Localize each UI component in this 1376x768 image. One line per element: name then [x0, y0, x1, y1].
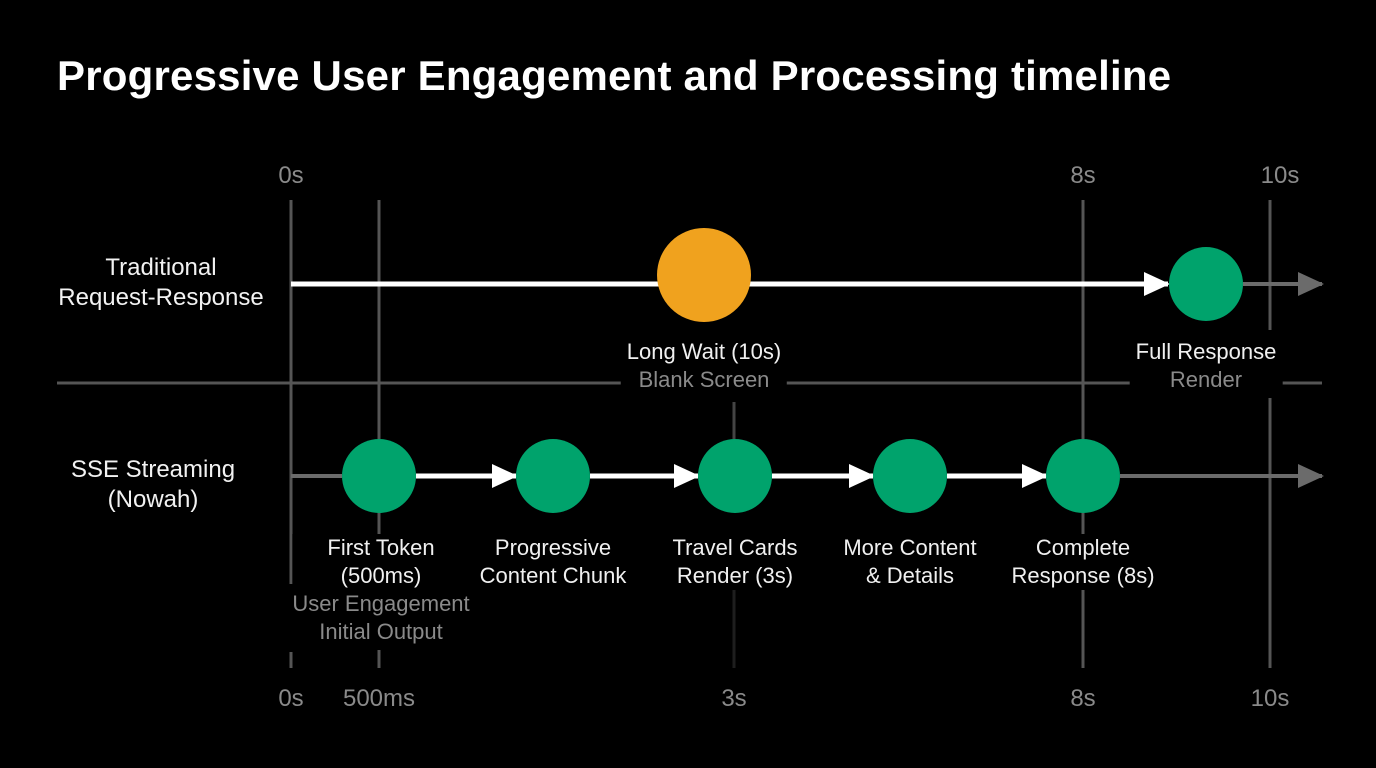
label-first-token: First Token (500ms) User Engagement Init…: [292, 534, 470, 646]
label-travel-cards-line2: Render (3s): [676, 563, 794, 588]
label-more-content: More Content & Details: [837, 534, 983, 590]
label-long-wait: Long Wait (10s) Blank Screen: [620, 338, 788, 394]
label-travel-cards-line1: Travel Cards: [672, 535, 798, 560]
tick-top-0s: 0s: [278, 162, 304, 189]
row-label-traditional-line2: Request-Response: [58, 284, 264, 311]
label-progressive-line1: Progressive: [494, 535, 612, 560]
label-more-content-line2: & Details: [865, 563, 955, 588]
tick-bottom-3s: 3s: [721, 685, 747, 712]
sse-node-complete: [1046, 439, 1120, 513]
label-progressive-line2: Content Chunk: [479, 563, 627, 588]
tick-bottom-500ms: 500ms: [342, 685, 416, 712]
tick-top-10s: 10s: [1260, 162, 1300, 189]
diagram-title: Progressive User Engagement and Processi…: [57, 52, 1172, 99]
sse-node-more-content: [873, 439, 947, 513]
row-label-sse-line1: SSE Streaming: [70, 456, 236, 483]
tick-top-8s: 8s: [1070, 162, 1096, 189]
label-first-token-sub2: Initial Output: [292, 618, 470, 646]
sse-node-first-token: [342, 439, 416, 513]
label-first-token-line2: (500ms): [292, 562, 470, 590]
label-more-content-line1: More Content: [843, 535, 977, 560]
label-full-response: Full Response Render: [1129, 338, 1283, 394]
row-label-traditional-line1: Traditional: [105, 254, 217, 281]
label-first-token-line1: First Token: [292, 534, 470, 562]
label-long-wait-sub: Blank Screen: [638, 367, 770, 392]
tick-bottom-0s: 0s: [278, 685, 304, 712]
label-full-response-sub: Render: [1169, 367, 1243, 392]
long-wait-node: [657, 228, 751, 322]
label-progressive: Progressive Content Chunk: [473, 534, 633, 590]
row-label-traditional: Traditional Request-Response: [58, 253, 263, 313]
label-full-response-title: Full Response: [1135, 339, 1277, 364]
sse-node-progressive: [516, 439, 590, 513]
label-first-token-sub1: User Engagement: [292, 590, 470, 618]
label-complete-line1: Complete: [1035, 535, 1131, 560]
label-long-wait-title: Long Wait (10s): [626, 339, 782, 364]
row-label-sse: SSE Streaming (Nowah): [71, 455, 235, 515]
sse-node-travel-cards: [698, 439, 772, 513]
tick-bottom-8s: 8s: [1070, 685, 1096, 712]
label-complete: Complete Response (8s): [1005, 534, 1161, 590]
full-response-node: [1169, 247, 1243, 321]
label-complete-line2: Response (8s): [1011, 563, 1155, 588]
row-label-sse-line2: (Nowah): [107, 486, 199, 513]
label-travel-cards: Travel Cards Render (3s): [666, 534, 804, 590]
tick-bottom-10s: 10s: [1250, 685, 1290, 712]
